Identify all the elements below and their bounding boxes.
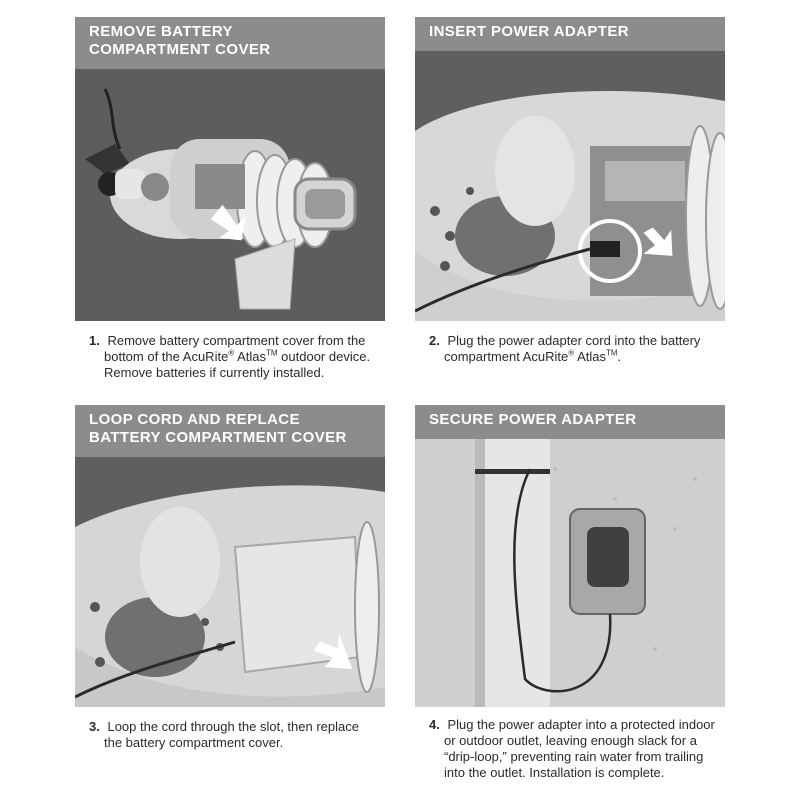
step-2-title: INSERT POWER ADAPTER	[415, 17, 725, 51]
step-4-photo	[415, 439, 725, 707]
step-4-text: Plug the power adapter into a protected …	[444, 717, 715, 780]
step-3-title-line2: BATTERY COMPARTMENT COVER	[89, 429, 347, 446]
step-2-photo	[415, 51, 725, 321]
step-2-number: 2.	[429, 333, 440, 348]
step-2-caption: 2. Plug the power adapter cord into the …	[429, 333, 719, 365]
step-1-caption: 1. Remove battery compartment cover from…	[89, 333, 379, 381]
step-3-photo	[75, 457, 385, 707]
step-3-title-line1: LOOP CORD AND REPLACE	[89, 411, 300, 428]
step-2-title-line1: INSERT POWER ADAPTER	[429, 23, 629, 40]
step-1-trademark: TM	[266, 348, 278, 358]
step-1-registered-mark: ®	[228, 348, 235, 358]
step-4-caption: 4. Plug the power adapter into a protect…	[429, 717, 719, 781]
step-2-text-part1: Plug the power adapter cord into the bat…	[444, 333, 701, 364]
step-1-title-line1: REMOVE BATTERY	[89, 23, 233, 40]
step-3-text: Loop the cord through the slot, then rep…	[104, 719, 359, 750]
step-1-text-part1: Remove battery compartment cover from th…	[104, 333, 366, 364]
step-2-text-part3: .	[617, 349, 622, 364]
step-1-panel: REMOVE BATTERY COMPARTMENT COVER	[75, 17, 385, 387]
step-1-text-part3: outdoor device. Remove batteries if curr…	[104, 349, 371, 380]
step-3-panel: LOOP CORD AND REPLACE BATTERY COMPARTMEN…	[75, 405, 385, 765]
step-1-number: 1.	[89, 333, 100, 348]
step-4-title: SECURE POWER ADAPTER	[415, 405, 725, 439]
step-2-text-part2: Atlas	[574, 349, 606, 364]
step-1-title-line2: COMPARTMENT COVER	[89, 41, 271, 58]
step-4-panel: SECURE POWER ADAPTER 4. Plug the power a…	[415, 405, 725, 790]
step-4-number: 4.	[429, 717, 440, 732]
step-3-title: LOOP CORD AND REPLACE BATTERY COMPARTMEN…	[75, 405, 385, 457]
step-2-panel: INSERT POWER ADAPTER	[415, 17, 725, 387]
step-1-photo	[75, 69, 385, 321]
step-2-trademark: TM	[605, 348, 618, 358]
step-1-title: REMOVE BATTERY COMPARTMENT COVER	[75, 17, 385, 69]
step-4-title-line1: SECURE POWER ADAPTER	[429, 411, 637, 428]
step-1-text-part2: Atlas	[234, 349, 266, 364]
step-3-number: 3.	[89, 719, 100, 734]
step-2-registered-mark: ®	[568, 348, 575, 358]
step-3-caption: 3. Loop the cord through the slot, then …	[89, 719, 379, 751]
